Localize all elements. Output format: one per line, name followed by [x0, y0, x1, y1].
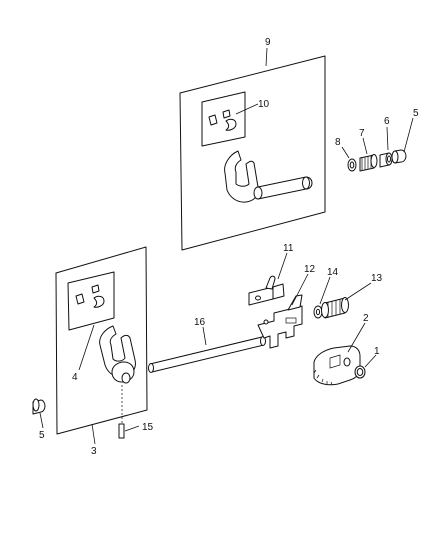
lower-pads-icon [75, 284, 105, 308]
leader-lines [39, 47, 414, 445]
upper-pads-icon [208, 109, 237, 131]
callout-11: 11 [283, 243, 294, 254]
callout-13: 13 [371, 273, 383, 284]
callout-12: 12 [304, 264, 316, 275]
callout-2: 2 [363, 313, 369, 324]
lower-spring-icon [321, 297, 349, 319]
callout-5-upper: 5 [413, 108, 419, 119]
callout-16: 16 [194, 317, 206, 328]
upper-fork-icon [224, 150, 313, 203]
selector-plate-icon [257, 294, 303, 349]
upper-ring-icon [391, 149, 407, 164]
callout-14: 14 [327, 267, 339, 278]
callout-9: 9 [265, 37, 271, 48]
lower-ring-icon [32, 398, 46, 415]
callout-8: 8 [335, 137, 341, 148]
callout-1: 1 [374, 346, 380, 357]
lower-pad-inset [67, 271, 115, 331]
pin-icon [118, 423, 125, 439]
upper-spring-icon [359, 154, 378, 172]
rail-icon [148, 336, 266, 373]
bracket-icon [248, 275, 285, 306]
callout-10: 10 [258, 99, 270, 110]
callout-15: 15 [142, 422, 154, 433]
upper-washer-icon [347, 158, 357, 172]
lower-fork-icon [99, 325, 136, 384]
lower-washer-icon [313, 305, 323, 319]
callout-6: 6 [384, 116, 390, 127]
callout-3: 3 [91, 446, 97, 457]
callout-5-lower: 5 [39, 430, 45, 441]
callout-7: 7 [359, 128, 365, 139]
upper-pad-inset [201, 91, 246, 147]
callout-4: 4 [72, 372, 78, 383]
gear-plate-icon [313, 345, 361, 386]
upper-panel [179, 55, 326, 251]
snap-ring-icon [354, 365, 366, 379]
upper-sleeve-icon [379, 152, 393, 168]
